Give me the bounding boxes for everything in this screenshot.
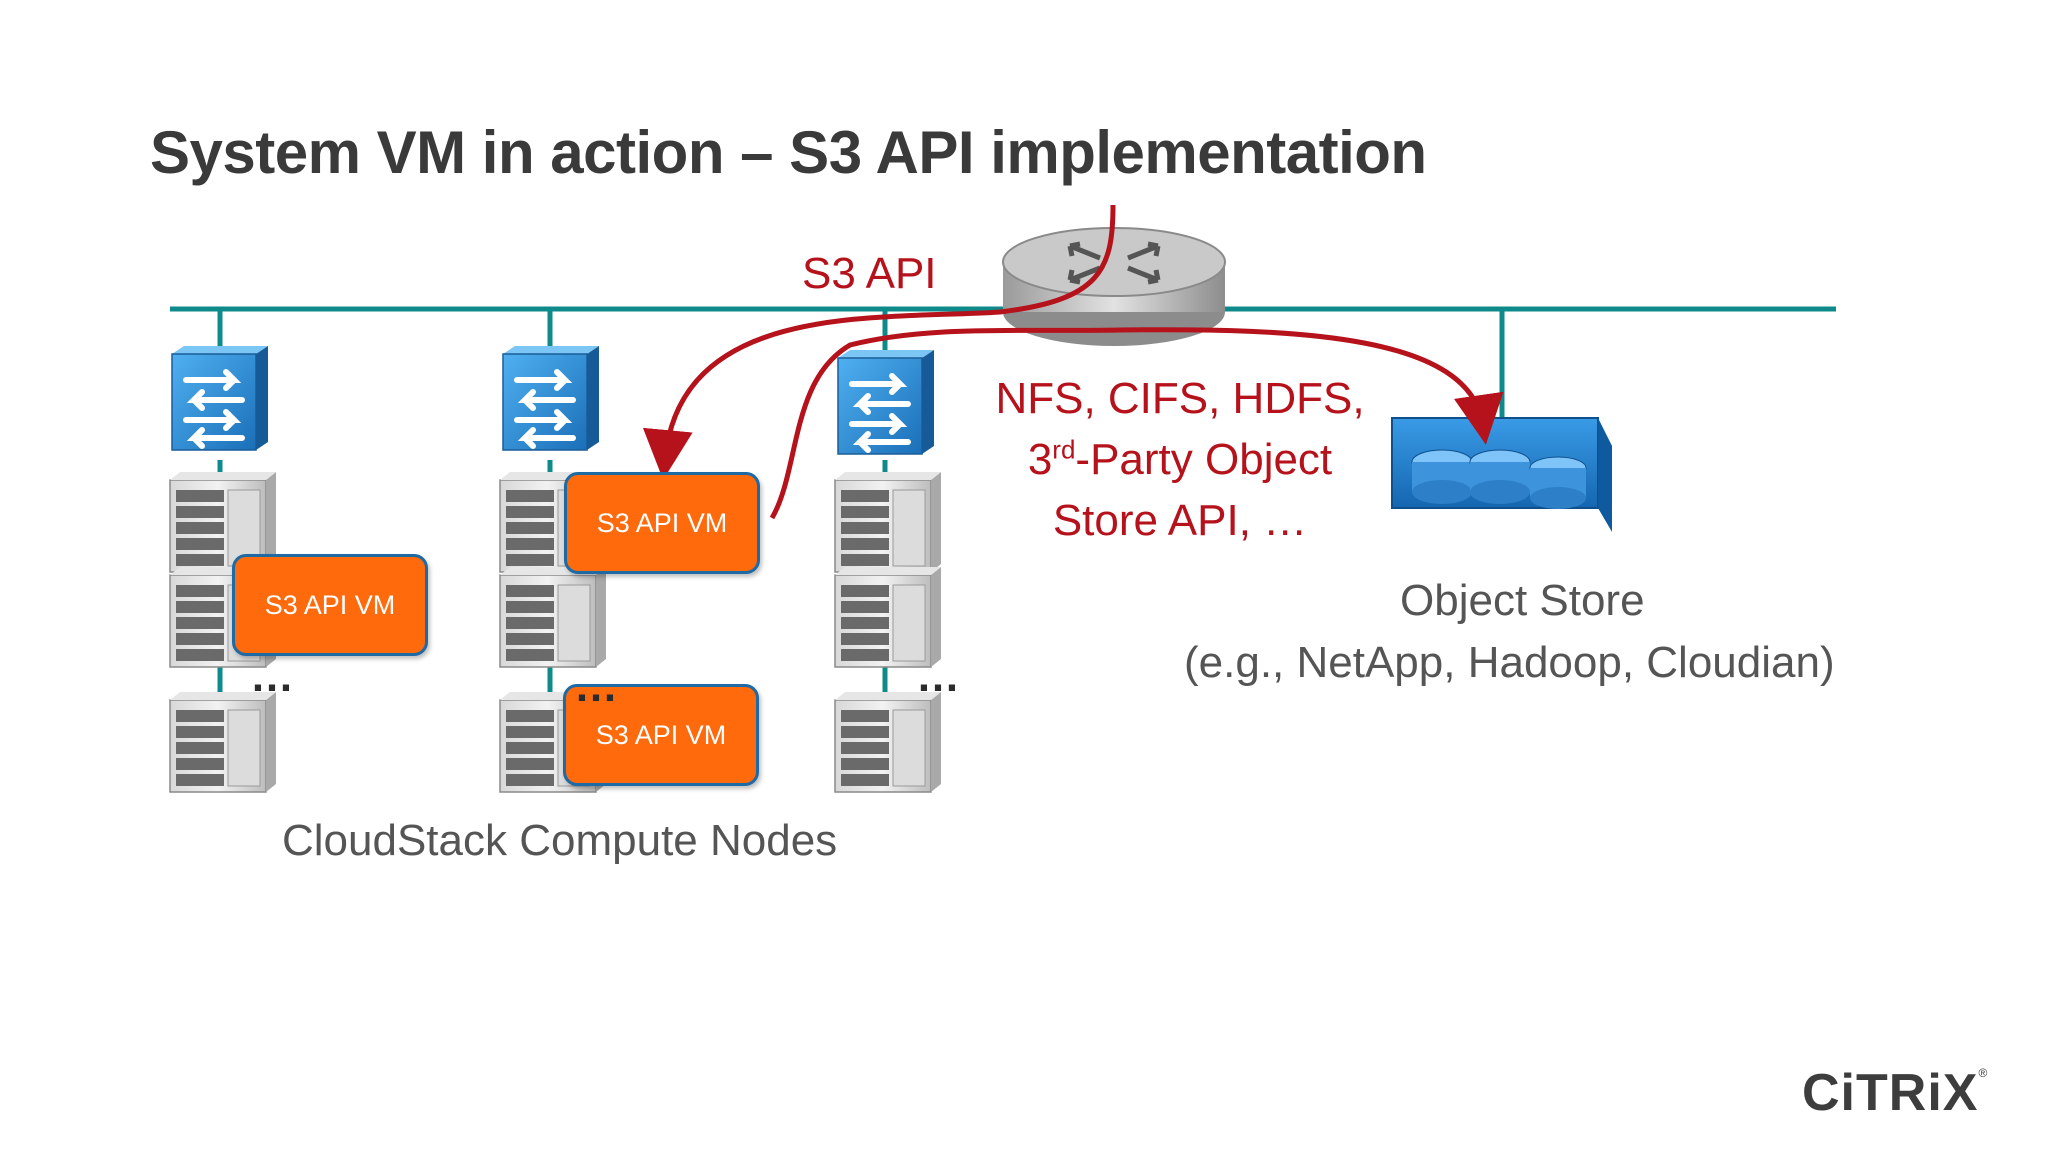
server-icon — [834, 691, 942, 793]
s3-api-vm-box: S3 API VM — [232, 554, 428, 656]
server-icon — [169, 691, 277, 793]
ellipsis: … — [250, 652, 295, 701]
object-store-examples: (e.g., NetApp, Hadoop, Cloudian) — [1184, 638, 1835, 687]
citrix-logo: CiTRiX® — [1802, 1064, 1989, 1122]
compute-nodes-caption: CloudStack Compute Nodes — [282, 816, 838, 865]
protocols-label: NFS, CIFS, HDFS, 3rd-Party Object Store … — [995, 374, 1365, 545]
ellipsis: … — [916, 652, 961, 701]
object-store-icon — [1391, 417, 1612, 532]
ellipsis: … — [574, 662, 619, 711]
network-switch-icon — [503, 346, 599, 450]
object-store-caption: Object Store — [1400, 576, 1645, 625]
server-icon — [834, 471, 942, 573]
network-switch-icon — [838, 350, 934, 454]
network-switch-icon — [172, 346, 268, 450]
server-icon — [499, 566, 607, 668]
s3-api-vm-box: S3 API VM — [563, 684, 759, 786]
backend-flow-arrow — [769, 327, 1504, 520]
s3-api-vm-box: S3 API VM — [564, 472, 760, 574]
page-title: System VM in action – S3 API implementat… — [150, 119, 1427, 186]
s3-api-label: S3 API — [802, 249, 937, 298]
s3-api-flow-arrow — [642, 204, 1116, 480]
